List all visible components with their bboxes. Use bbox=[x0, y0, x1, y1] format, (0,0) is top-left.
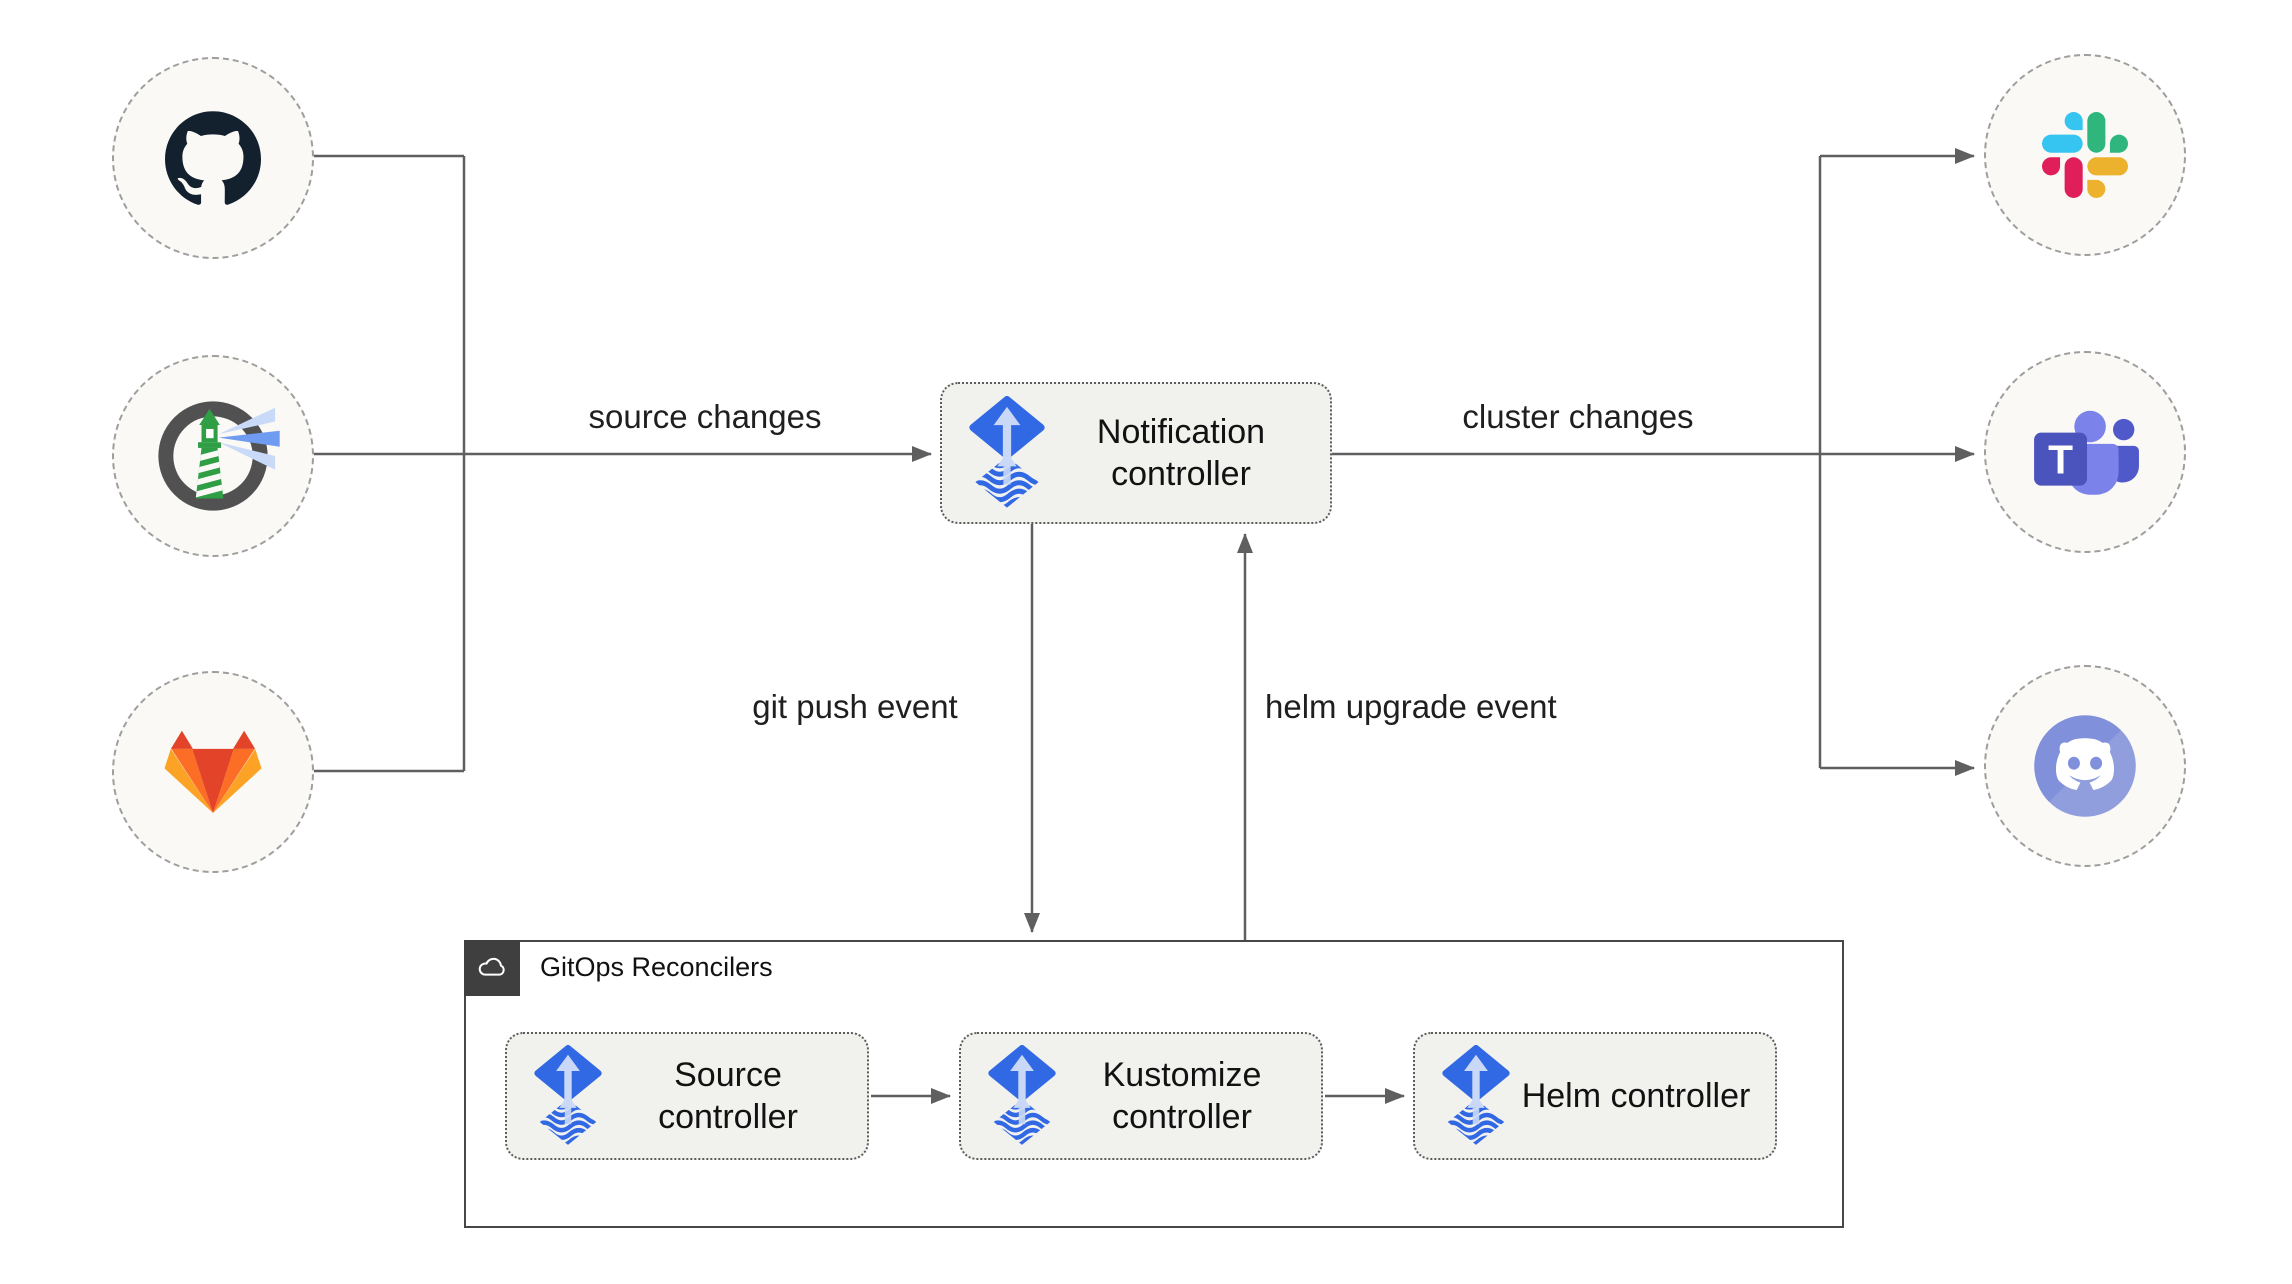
edge-label-cluster-changes: cluster changes bbox=[1462, 398, 1694, 435]
flux-icon bbox=[533, 1045, 603, 1147]
harbor-icon bbox=[144, 387, 282, 525]
node-slack bbox=[1984, 54, 2186, 256]
edge-label-source-changes: source changes bbox=[588, 398, 822, 435]
github-icon bbox=[165, 110, 261, 206]
gitlab-icon bbox=[157, 730, 269, 814]
flux-icon bbox=[1441, 1045, 1511, 1147]
node-helm-controller: Helm controller bbox=[1413, 1032, 1777, 1160]
discord-icon bbox=[2025, 706, 2145, 826]
node-kustomize-controller: Kustomize controller bbox=[959, 1032, 1323, 1160]
edge-label-helm-upgrade-event: helm upgrade event bbox=[1265, 688, 1557, 725]
helm-controller-label: Helm controller bbox=[1521, 1076, 1751, 1115]
node-harbor bbox=[112, 355, 314, 557]
kustomize-controller-label: Kustomize controller bbox=[1102, 1055, 1262, 1137]
flux-icon bbox=[968, 396, 1046, 510]
source-controller-label: Source controller bbox=[658, 1055, 798, 1137]
node-teams bbox=[1984, 351, 2186, 553]
notification-controller-label: Notification controller bbox=[1096, 412, 1266, 494]
node-source-controller: Source controller bbox=[505, 1032, 869, 1160]
edge-label-git-push-event: git push event bbox=[752, 688, 958, 725]
teams-icon bbox=[2029, 401, 2141, 503]
flux-icon bbox=[987, 1045, 1057, 1147]
group-badge bbox=[464, 940, 520, 996]
node-discord bbox=[1984, 665, 2186, 867]
cloud-icon bbox=[476, 952, 508, 984]
node-gitlab bbox=[112, 671, 314, 873]
node-notification-controller: Notification controller bbox=[940, 382, 1332, 524]
group-label: GitOps Reconcilers bbox=[540, 952, 773, 982]
slack-icon bbox=[2042, 112, 2128, 198]
node-github bbox=[112, 57, 314, 259]
